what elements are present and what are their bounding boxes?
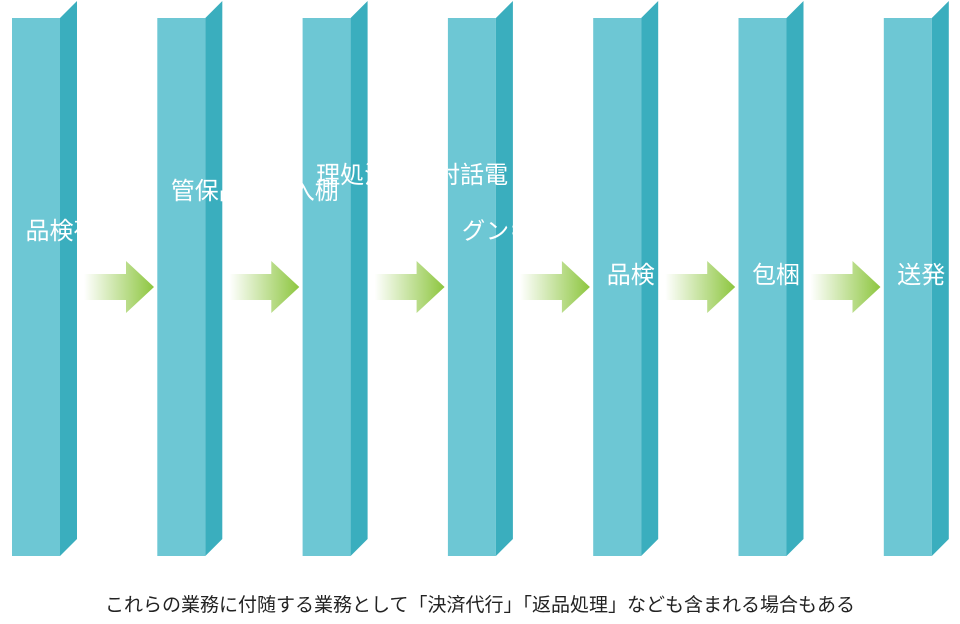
step-column-front xyxy=(738,18,787,556)
step-column-side xyxy=(641,1,659,556)
footnote-caption: これらの業務に付随する業務として「決済代行」「返品処理」なども含まれる場合もある xyxy=(105,594,855,616)
flow-arrow-icon xyxy=(810,261,881,313)
step-column-front xyxy=(447,18,496,556)
flow-arrow-icon xyxy=(374,261,445,313)
step-column-side xyxy=(205,1,223,556)
process-flow-diagram xyxy=(12,1,949,556)
step-column-side xyxy=(931,1,949,556)
step-column-side xyxy=(350,1,368,556)
step-column-front xyxy=(157,18,206,556)
flow-arrow-icon xyxy=(519,261,590,313)
flow-arrow-icon xyxy=(665,261,736,313)
step-column-front xyxy=(12,18,60,556)
step-column-front xyxy=(593,18,642,556)
step-column-side xyxy=(60,1,77,556)
flow-arrow-icon xyxy=(84,261,154,313)
step-column-side xyxy=(786,1,804,556)
step-column-side xyxy=(495,1,513,556)
flow-arrow-icon xyxy=(229,261,300,313)
step-column-front xyxy=(302,18,351,556)
step-column-front xyxy=(883,18,932,556)
